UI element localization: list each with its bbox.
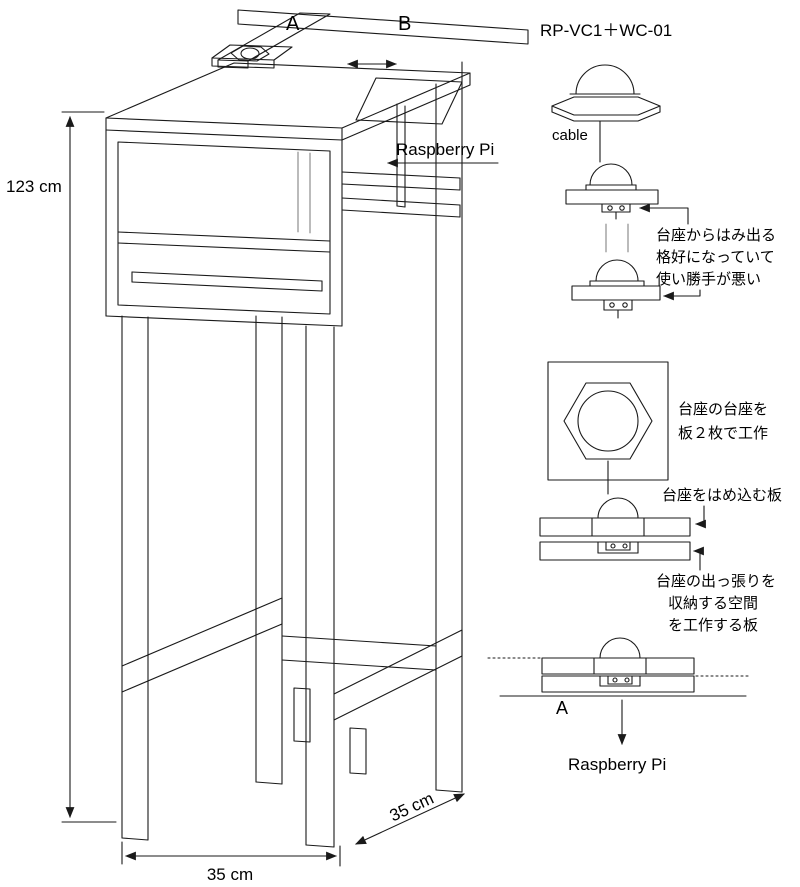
camera-knob [211, 44, 293, 69]
detail-dome-hex-base [551, 64, 661, 163]
cable-label: cable [552, 127, 588, 144]
detail-pedestal-plate [547, 361, 669, 495]
leader-overhang-top [638, 203, 689, 225]
tabletop [105, 62, 471, 141]
section-label-a: A [556, 698, 568, 718]
depth-dimension-line [355, 793, 465, 845]
detail-dome-protruding [571, 259, 661, 319]
braces [121, 597, 463, 775]
sliding-panel-b [355, 77, 463, 125]
stand-structure [105, 9, 529, 848]
space-note-line2: 収納する空間 [668, 595, 758, 612]
top-boards [217, 9, 529, 69]
overhang-note-line1: 台座からはみ出る [656, 227, 776, 244]
overhang-note-line3: 使い勝手が悪い [656, 271, 761, 288]
right-subframe [341, 103, 461, 218]
depth-dimension-label: 35 cm [387, 789, 437, 826]
annotation-arrows [346, 59, 499, 168]
overhang-note-line2: 格好になっていて [656, 249, 775, 266]
panel-label-b: B [398, 13, 411, 35]
leader-fit-board [694, 505, 706, 529]
raspberry-pi-label: Raspberry Pi [396, 140, 494, 159]
enclosure-box [105, 129, 343, 327]
dimensions [61, 111, 465, 867]
legs [121, 61, 463, 848]
leader-overhang-bottom [662, 289, 701, 301]
height-dimension-label: 123 cm [6, 177, 62, 196]
fit-board-label: 台座をはめ込む板 [662, 486, 782, 504]
detail-dome-on-plate [565, 163, 659, 253]
width-dimension-label: 35 cm [207, 865, 253, 884]
space-note-line1: 台座の出っ張りを [656, 573, 776, 590]
panel-label-a: A [286, 13, 300, 35]
pedestal-note-line1: 台座の台座を [678, 401, 768, 418]
raspberry-pi-bottom-label: Raspberry Pi [568, 755, 666, 774]
pedestal-note-line2: 板２枚で工作 [678, 424, 768, 442]
detail-title: RP-VC1＋WC-01 [540, 21, 672, 40]
detail-assembled [487, 637, 749, 746]
leader-space-board [692, 546, 704, 571]
note-leaders [638, 203, 706, 571]
space-note-line3: を工作する板 [668, 616, 758, 634]
detail-two-boards [539, 497, 691, 561]
